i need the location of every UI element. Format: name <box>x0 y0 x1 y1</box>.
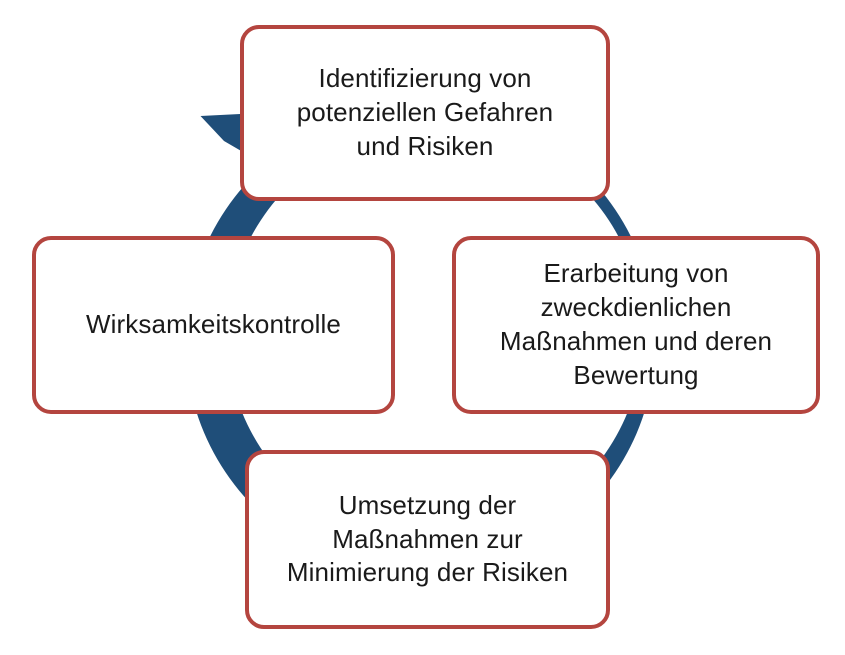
cycle-step-identify-label: Identifizierung von potenziellen Gefahre… <box>296 63 554 161</box>
cycle-step-implement-label: Umsetzung der Maßnahmen zur Minimierung … <box>286 489 569 588</box>
cycle-step-effectiveness-label: Wirksamkeitskontrolle <box>86 309 341 340</box>
cycle-step-measures-label: Erarbeitung von zweckdienlichen Maßnahme… <box>499 258 773 390</box>
cycle-step-implement[interactable]: Umsetzung der Maßnahmen zur Minimierung … <box>245 450 610 629</box>
cycle-step-measures[interactable]: Erarbeitung von zweckdienlichen Maßnahme… <box>452 236 820 414</box>
cycle-step-identify[interactable]: Identifizierung von potenziellen Gefahre… <box>240 25 610 201</box>
cycle-step-effectiveness[interactable]: Wirksamkeitskontrolle <box>32 236 395 414</box>
